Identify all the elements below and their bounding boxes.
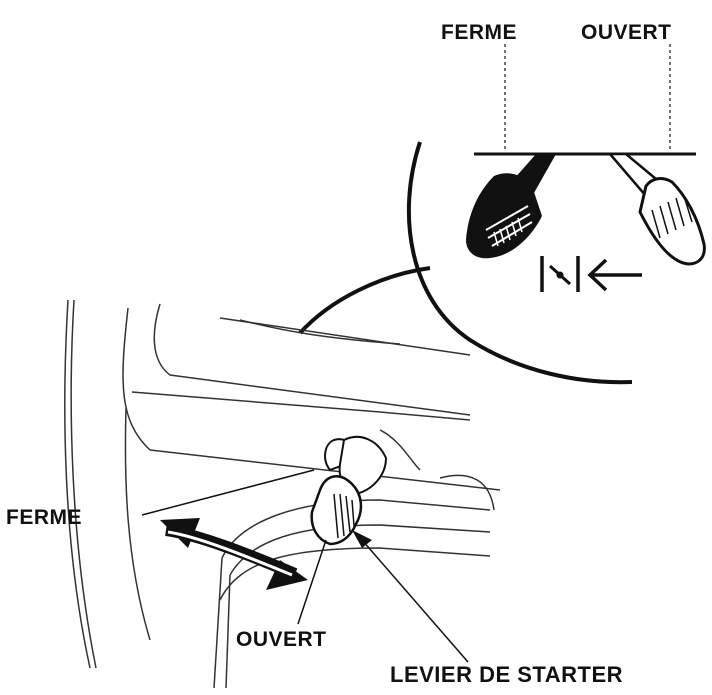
leader-lines xyxy=(141,469,469,663)
choke-icon xyxy=(540,256,580,292)
inset-label-open: OUVERT xyxy=(581,21,672,44)
arrow-head-levier xyxy=(352,530,372,548)
leader-ferme xyxy=(141,469,315,516)
inset-lever-open xyxy=(607,152,706,266)
motion-arrow-icon xyxy=(160,518,308,590)
inset-leader-line xyxy=(298,266,431,335)
inset-magnifier xyxy=(298,44,706,385)
choke-lever xyxy=(310,435,388,546)
arrow-left-icon xyxy=(587,258,642,292)
label-open: OUVERT xyxy=(236,628,327,651)
inset-lever-closed xyxy=(466,154,556,259)
label-choke-lever: LEVIER DE STARTER xyxy=(390,662,624,687)
inset-label-closed: FERME xyxy=(441,21,517,44)
label-closed: FERME xyxy=(6,506,82,529)
leader-levier xyxy=(361,539,469,663)
inset-circle-outline xyxy=(406,141,633,385)
engine-housing xyxy=(64,299,501,669)
leader-ouvert xyxy=(297,539,327,625)
